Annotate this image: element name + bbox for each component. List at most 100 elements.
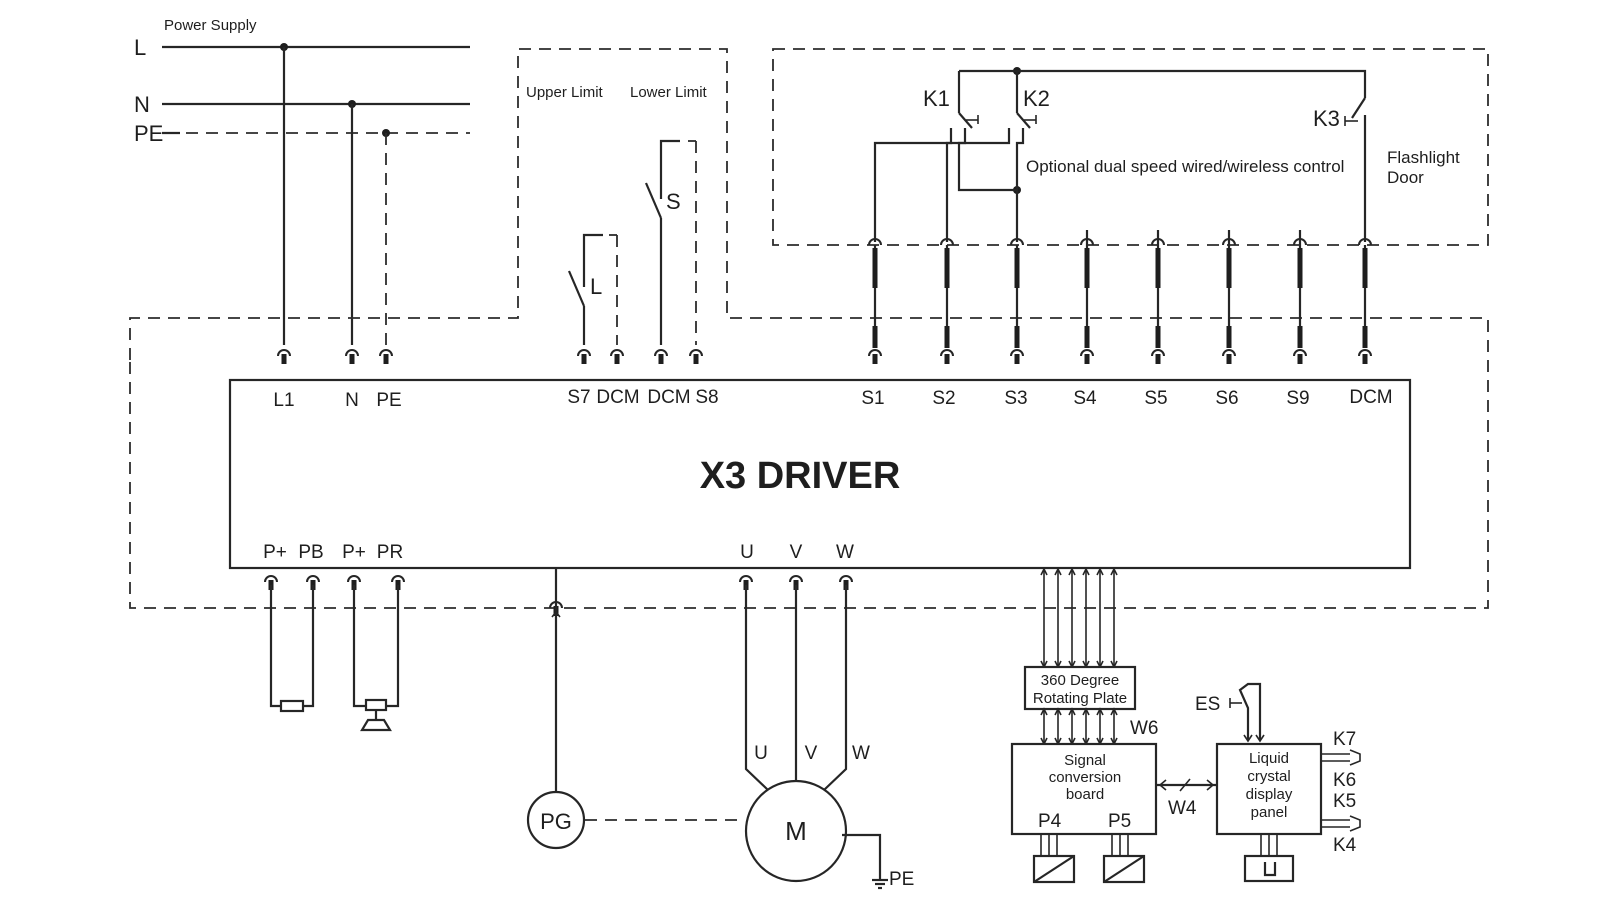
terminal-dcm-1: DCM — [596, 387, 639, 408]
ctrl-cup-top-0 — [868, 238, 882, 246]
supply-line-l-label: L — [134, 35, 146, 60]
top-plug-1-cup — [345, 349, 359, 357]
p4-sensor — [1032, 834, 1076, 884]
terminal-pe: PE — [376, 390, 401, 411]
motor-label: M — [785, 816, 807, 846]
panel-bus-top — [1040, 567, 1118, 669]
bus-mid-arrow-up-4 — [1096, 707, 1104, 716]
terminal-dcm-2: DCM — [647, 387, 690, 408]
w4-link: W4 — [1156, 778, 1217, 819]
ctrl-pin-1 — [944, 354, 950, 364]
rotating-plate-box — [1023, 665, 1137, 711]
k3-contact — [1351, 97, 1366, 119]
ctrl-cup-top-1 — [940, 238, 954, 246]
terminal-pb: PB — [298, 542, 323, 563]
bus-top-arrow-up-1 — [1054, 567, 1062, 576]
motor: U V W M PE — [744, 585, 914, 890]
lcd-line1: Liquid — [1249, 750, 1289, 767]
bottom-plug-4-cup — [739, 575, 753, 583]
supply-line-n-label: N — [134, 92, 150, 117]
terminal-u: U — [740, 542, 754, 563]
terminal-s3: S3 — [1004, 388, 1027, 409]
w6-label: W6 — [1130, 718, 1159, 739]
supply-line-pe-label: PE — [134, 121, 163, 146]
terminal-n: N — [345, 390, 359, 411]
power-supply-title: Power Supply — [164, 17, 257, 34]
encoder: PG — [526, 568, 744, 850]
optional-control-area: Optional dual speed wired/wireless contr… — [772, 48, 1489, 246]
encoder-label: PG — [540, 809, 572, 834]
ctrl-pin-0 — [872, 354, 878, 364]
bottom-plug-1-cup — [306, 575, 320, 583]
ctrl-pin-3 — [1084, 354, 1090, 364]
terminal-s6: S6 — [1215, 388, 1238, 409]
upper-limit-switch-label: L — [590, 274, 602, 299]
ctrl-cup-bottom-4 — [1151, 349, 1165, 357]
ctrl-wire-thick-0 — [872, 248, 878, 288]
ctrl-wire-thick-3 — [1084, 248, 1090, 288]
ctrl-wire-thick-low-2 — [1014, 326, 1020, 348]
top-plug-5-pin — [658, 354, 664, 364]
key-k4-label: K4 — [1333, 835, 1357, 856]
terminal-pr: PR — [377, 542, 403, 563]
terminal-s1: S1 — [861, 388, 884, 409]
motor-circle — [744, 779, 848, 883]
bus-top-arrow-up-0 — [1040, 567, 1048, 576]
terminal-p-plus-1: P+ — [263, 542, 287, 563]
terminal-dcm-3: DCM — [1349, 387, 1392, 408]
top-plug-2-pin — [383, 354, 389, 364]
lcd-panel-box — [1215, 742, 1323, 836]
ctrl-pin-6 — [1297, 354, 1303, 364]
lcd-panel: Liquid crystal display panel — [1215, 742, 1323, 836]
ctrl-wire-thick-low-1 — [944, 326, 950, 348]
motor-phase-v: V — [805, 743, 818, 764]
p4-label: P4 — [1038, 811, 1062, 832]
terminal-l1: L1 — [273, 390, 294, 411]
door-label-line1: Flashlight — [1387, 148, 1460, 167]
driver-title: X3 DRIVER — [700, 455, 901, 497]
terminal-s5: S5 — [1144, 388, 1167, 409]
terminal-v: V — [790, 542, 803, 563]
bus-top-arrow-up-3 — [1082, 567, 1090, 576]
ctrl-wire-thick-2 — [1014, 248, 1020, 288]
ctrl-wire-thick-low-4 — [1155, 326, 1161, 348]
top-plug-6-cup — [689, 349, 703, 357]
rotating-plate-line2: Rotating Plate — [1033, 690, 1127, 707]
lcd-line4: panel — [1251, 804, 1288, 821]
panel-bus-mid — [1040, 707, 1118, 746]
bus-top-arrow-up-4 — [1096, 567, 1104, 576]
ctrl-cup-bottom-1 — [940, 349, 954, 357]
upper-limit-label: Upper Limit — [526, 84, 604, 101]
brake-unit — [352, 585, 400, 732]
lcd-keys: K7 K6 K5 K4 — [1321, 729, 1361, 856]
bottom-plug-5-cup — [789, 575, 803, 583]
driver-bottom-terminals: P+ PB P+ PR U V W — [263, 542, 854, 563]
lcd-line3: display — [1246, 786, 1293, 803]
bottom-plug-0-cup — [264, 575, 278, 583]
display-unit — [1243, 834, 1295, 883]
ctrl-wire-thick-low-5 — [1226, 326, 1232, 348]
ctrl-wire-thick-7 — [1362, 248, 1368, 288]
top-plug-1-pin — [349, 354, 355, 364]
terminal-s7: S7 — [567, 387, 590, 408]
bottom-plug-2-cup — [347, 575, 361, 583]
ctrl-cup-bottom-2 — [1010, 349, 1024, 357]
top-plug-4-cup — [610, 349, 624, 357]
ctrl-wire-thick-low-6 — [1297, 326, 1303, 348]
terminal-s2: S2 — [932, 388, 955, 409]
ctrl-pin-2 — [1014, 354, 1020, 364]
signal-board-line1: Signal — [1064, 752, 1106, 769]
ctrl-wire-thick-low-3 — [1084, 326, 1090, 348]
key-k5-label: K5 — [1333, 791, 1356, 812]
signal-board-line3: board — [1066, 786, 1104, 803]
bus-mid-arrow-up-1 — [1054, 707, 1062, 716]
emergency-stop: ES — [1195, 682, 1265, 743]
signal-board-line2: conversion — [1049, 769, 1122, 786]
motor-phase-w: W — [852, 743, 870, 764]
limit-area-boundary — [129, 48, 1489, 609]
driver-box — [228, 378, 1412, 570]
terminal-p-plus-2: P+ — [342, 542, 366, 563]
limit-switch-area: Upper Limit Lower Limit L S — [129, 48, 1489, 609]
motor-phase-u: U — [754, 743, 768, 764]
ctrl-cup-bottom-3 — [1080, 349, 1094, 357]
